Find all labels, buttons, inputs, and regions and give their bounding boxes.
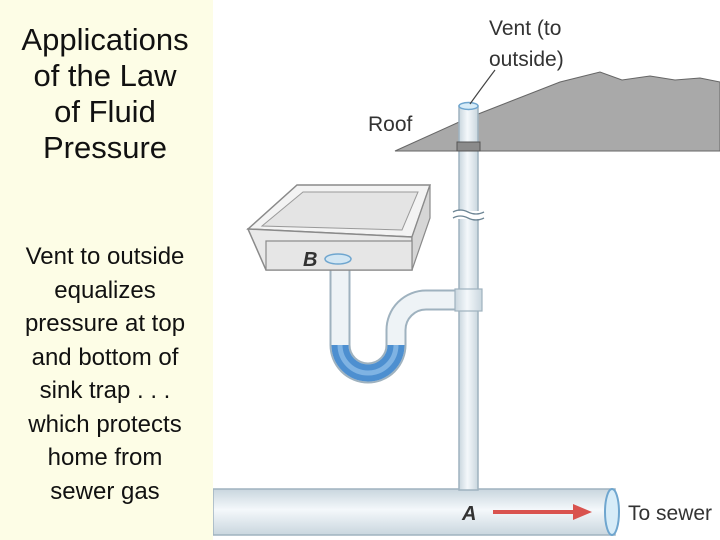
text-panel: Applications of the Law of Fluid Pressur…	[0, 0, 213, 540]
sink	[246, 184, 432, 271]
body-line: and bottom of	[31, 343, 179, 371]
roof-flashing	[456, 141, 481, 152]
roof-label: Roof	[368, 113, 413, 136]
body-line: pressure at top	[24, 310, 186, 337]
sink-drain	[324, 253, 352, 265]
vent-label-line1: Vent (to	[489, 17, 561, 40]
vent-label-line2: outside)	[489, 48, 564, 71]
sewer-pipe-opening	[604, 488, 620, 536]
body-line: Vent to outside	[25, 243, 185, 270]
vent-opening	[458, 101, 479, 111]
vent-leader-line	[469, 69, 496, 105]
point-a-label: A	[461, 503, 476, 525]
title-line: of the Law	[33, 58, 177, 93]
plumbing-diagram: Vent (to outside) Roof B A To sewer	[213, 17, 720, 536]
body-line: equalizes	[54, 276, 156, 304]
title-line: Applications	[21, 22, 189, 57]
trap-water-highlight	[337, 344, 399, 376]
flow-arrow	[493, 504, 592, 520]
title-line: of Fluid	[54, 94, 156, 129]
trap-water	[331, 344, 405, 382]
title-line: Pressure	[42, 130, 168, 165]
sewer-label: To sewer	[628, 502, 712, 525]
body-line: which protects	[28, 410, 182, 438]
roof-shape	[394, 71, 720, 152]
body-line: home from	[47, 444, 163, 471]
point-b-label: B	[303, 249, 317, 271]
tee-joint	[454, 288, 483, 312]
body-line: sink trap . . .	[39, 377, 171, 404]
pipe-break-mark	[452, 209, 486, 221]
body-line: sewer gas	[50, 477, 160, 505]
slide-body: Vent to outside equalizes pressure at to…	[0, 240, 210, 508]
slide-title: Applications of the Law of Fluid Pressur…	[0, 22, 210, 166]
